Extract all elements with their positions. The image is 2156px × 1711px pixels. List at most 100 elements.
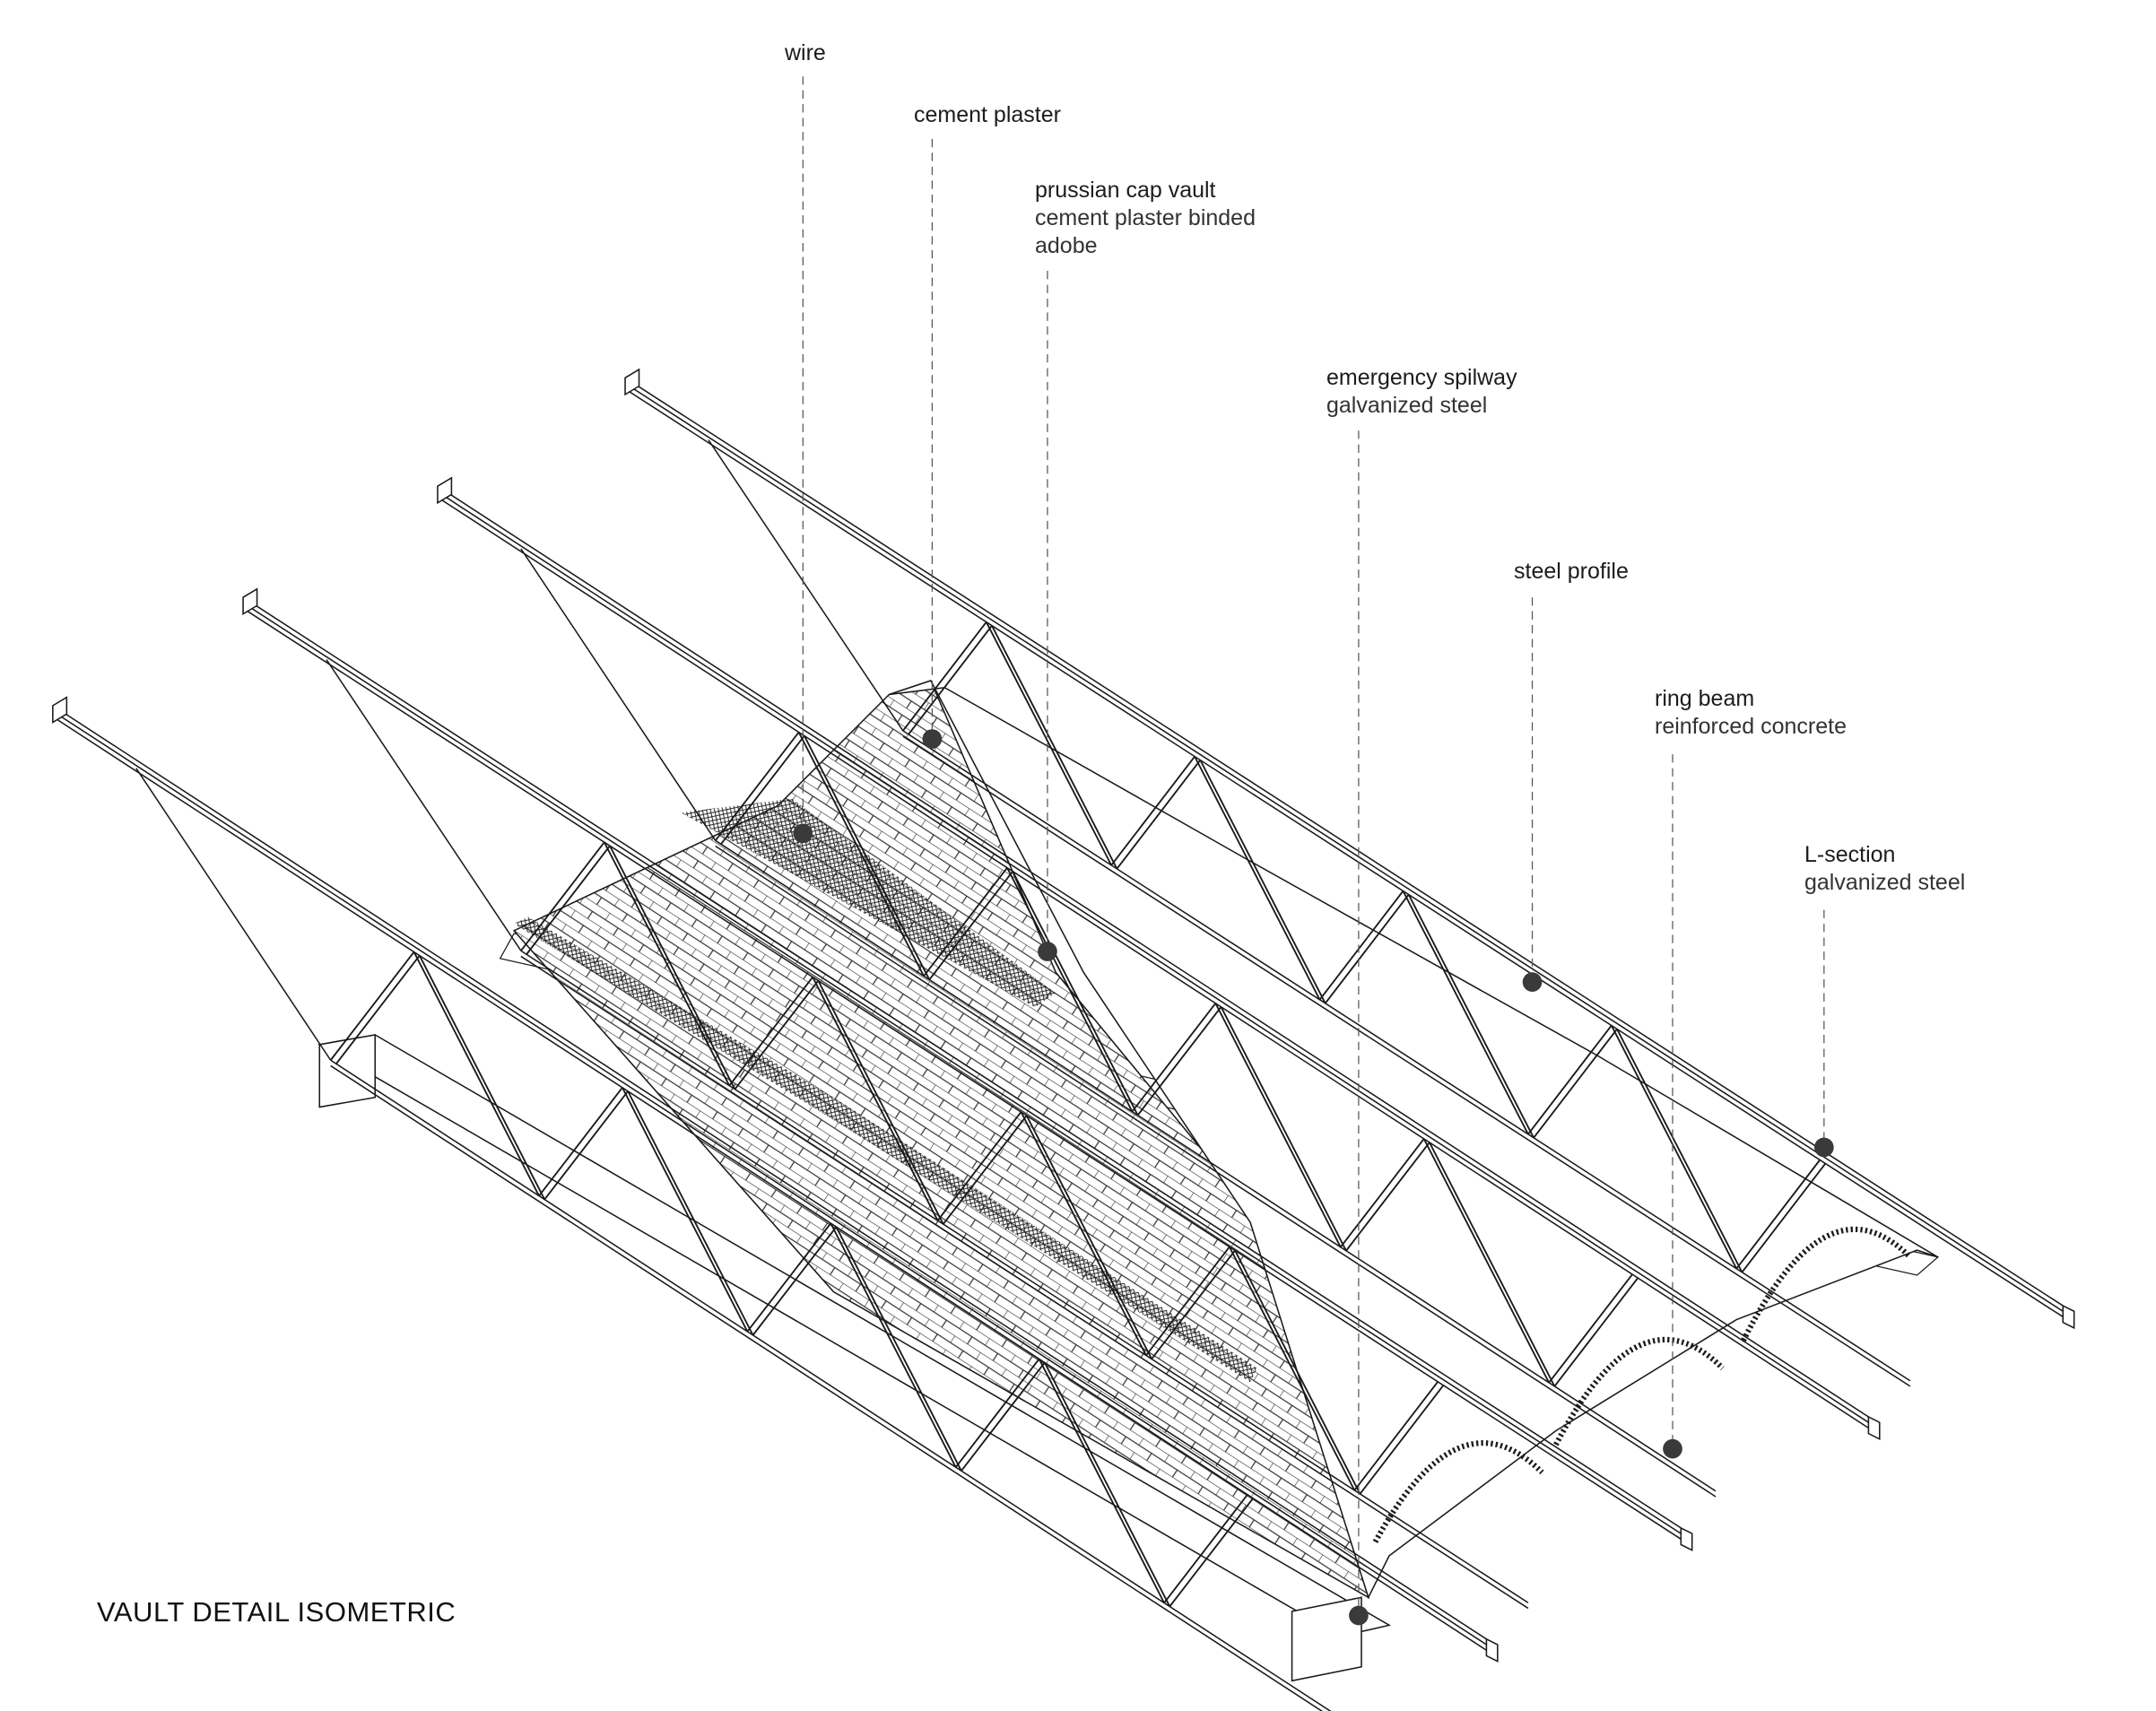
steel-profile-top-chord (242, 607, 1682, 1540)
truss-strut (603, 841, 731, 1087)
truss-strut (1020, 1111, 1147, 1356)
truss-strut (1318, 890, 1404, 1001)
truss-strut (720, 734, 805, 845)
label-ring-beam: ring beam reinforced concrete (1655, 685, 1847, 741)
truss-strut (752, 1226, 838, 1336)
steel-profile-end (242, 587, 258, 616)
truss-strut (746, 1222, 832, 1333)
truss-bottom-chord (902, 735, 1911, 1387)
truss-strut (728, 977, 813, 1087)
truss-strut (1116, 760, 1202, 870)
truss-bottom-chord (330, 1059, 1332, 1711)
truss-strut (1131, 1003, 1217, 1113)
truss-diagonal (326, 659, 522, 951)
label-subtitle: reinforced concrete (1655, 714, 1847, 739)
truss-strut (622, 1087, 749, 1333)
steel-profile-end (2062, 1304, 2075, 1330)
steel-profile-top-chord (242, 602, 1682, 1534)
steel-profile-top-chord (437, 491, 1869, 1423)
truss-strut (1345, 1142, 1430, 1252)
truss-strut (1741, 1162, 1827, 1273)
ring-beam-end-block (1291, 1596, 1362, 1682)
label-title: steel profile (1514, 559, 1629, 584)
truss-strut (1527, 1024, 1613, 1135)
label-l-section: L-section galvanized steel (1804, 841, 1965, 897)
vault-arch-edge (1741, 1226, 1913, 1342)
truss-strut (526, 845, 611, 955)
truss-strut (1340, 1138, 1425, 1248)
truss-strut (1145, 1246, 1230, 1357)
callout-dot-steel-profile (1522, 972, 1543, 992)
truss-strut (817, 980, 944, 1225)
truss-strut (1044, 1362, 1171, 1607)
truss-strut (543, 1090, 629, 1201)
callout-dot-emergency-spilway (1349, 1605, 1369, 1626)
wire-mesh (681, 798, 1056, 1008)
truss-strut (714, 731, 800, 841)
truss-strut (1025, 1115, 1152, 1359)
label-wire: wire (785, 39, 826, 67)
truss-strut (936, 1111, 1022, 1221)
truss-strut (923, 867, 1008, 977)
truss-diagonal (135, 768, 332, 1061)
label-title: prussian cap vault (1035, 178, 1216, 203)
truss-strut (627, 1090, 754, 1336)
truss-strut (991, 625, 1118, 870)
steel-profile-end (52, 696, 68, 724)
truss-strut (1012, 871, 1139, 1116)
cement-plaster-surface (889, 680, 1939, 1600)
truss-strut (1359, 1385, 1445, 1495)
label-cement-plaster: cement plaster (914, 101, 1061, 129)
truss-strut (1136, 1006, 1222, 1116)
truss-strut (1214, 1003, 1342, 1248)
steel-profile-top-chord (52, 705, 1487, 1640)
label-title: cement plaster (914, 102, 1061, 127)
drawing-caption: VAULT DETAIL ISOMETRIC (97, 1596, 456, 1628)
truss-diagonal (520, 548, 717, 841)
truss-strut (1548, 1273, 1633, 1384)
steel-profile-end (624, 368, 640, 396)
truss-strut (1553, 1277, 1639, 1387)
truss-strut (1110, 756, 1195, 866)
label-prussian-cap-vault: prussian cap vault cement plaster binded… (1035, 177, 1256, 260)
truss-strut (1735, 1159, 1821, 1270)
truss-diagonal (708, 439, 904, 732)
truss-strut (1151, 1249, 1236, 1360)
steel-profile-end (1867, 1415, 1881, 1441)
callout-dot-prussian-cap-vault (1038, 942, 1057, 961)
steel-profile-end (437, 476, 453, 505)
steel-profile-end (1680, 1526, 1693, 1551)
truss-strut (538, 1087, 623, 1197)
truss-strut (1220, 1006, 1347, 1252)
truss-strut (812, 977, 939, 1221)
steel-profile-top-chord (242, 596, 1682, 1529)
truss-strut (1353, 1381, 1439, 1491)
truss-strut (413, 951, 540, 1196)
truss-strut (797, 732, 925, 977)
truss-bottom-chord (520, 955, 1529, 1610)
label-emergency-spilway: emergency spilway galvanized steel (1326, 364, 1517, 420)
truss-strut (1006, 867, 1134, 1113)
truss-strut (1422, 1138, 1550, 1384)
truss-strut (830, 1222, 957, 1468)
truss-strut (1407, 894, 1534, 1139)
truss-strut (1616, 1029, 1743, 1273)
truss-strut (329, 951, 415, 1061)
truss-strut (943, 1115, 1028, 1225)
truss-bottom-chord (715, 845, 1717, 1498)
truss-bottom-chord (330, 1064, 1324, 1711)
truss-strut (1611, 1025, 1738, 1270)
truss-strut (902, 621, 987, 732)
truss-strut (609, 845, 736, 1090)
truss-strut (1038, 1359, 1165, 1603)
callout-dot-cement-plaster (922, 729, 943, 749)
steel-profile-top-chord (624, 388, 2064, 1318)
steel-profile-top-chord (437, 485, 1869, 1418)
truss-strut (1533, 1028, 1618, 1139)
truss-strut (1199, 760, 1326, 1004)
truss-strut (1402, 890, 1529, 1135)
truss-strut (1229, 1246, 1356, 1491)
label-title: wire (785, 40, 826, 65)
truss-strut (1325, 894, 1410, 1004)
